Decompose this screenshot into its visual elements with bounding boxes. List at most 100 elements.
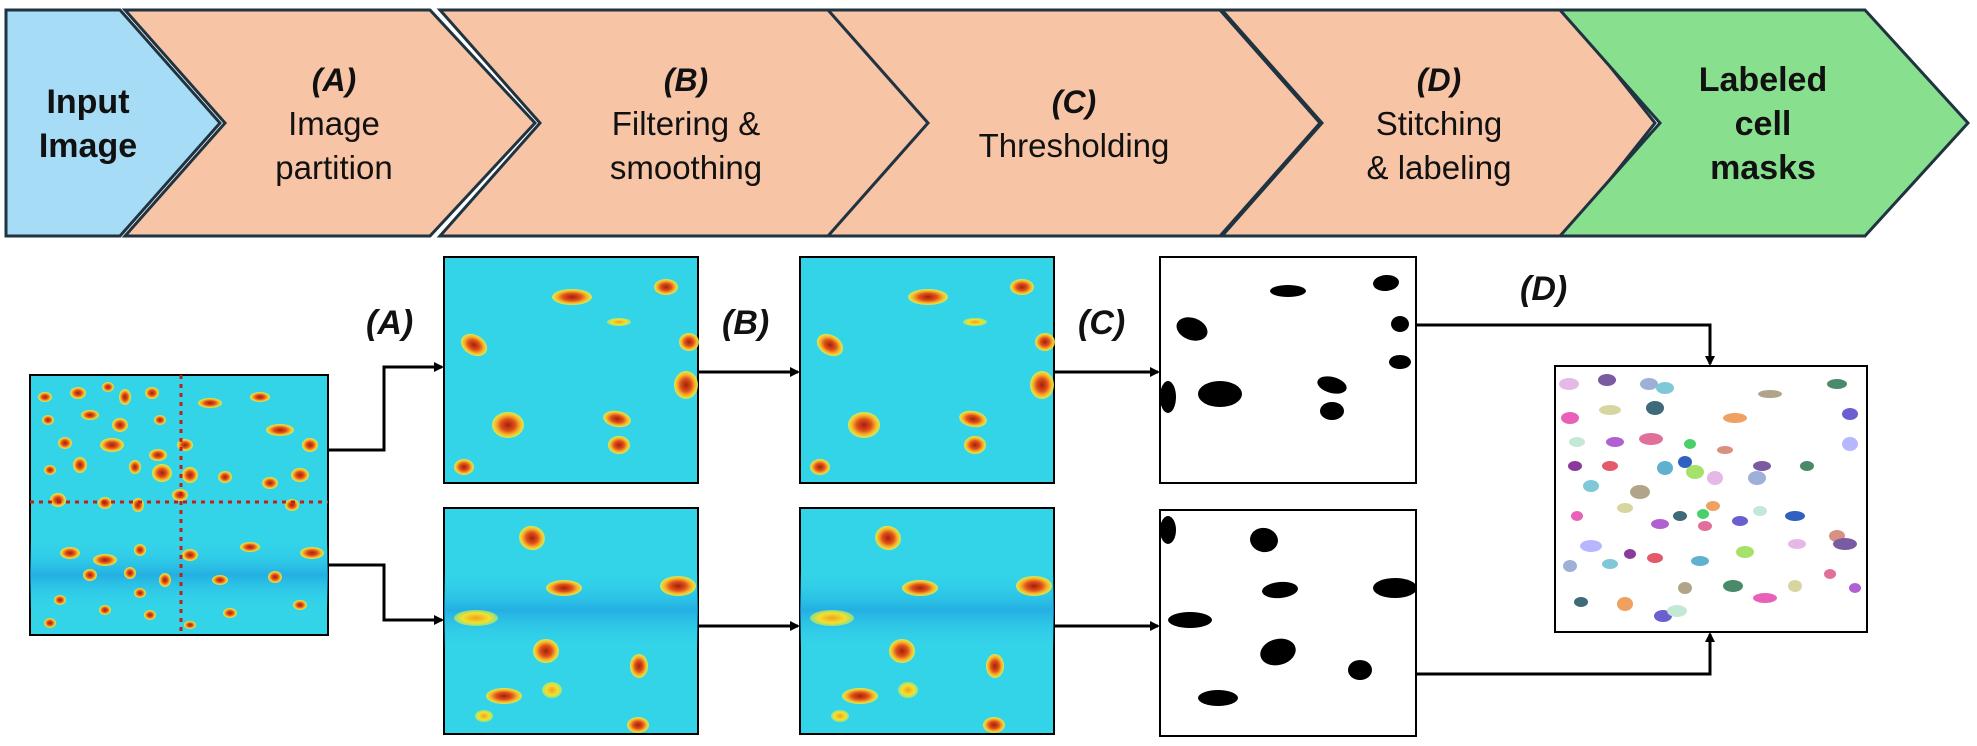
labeled-cell bbox=[1624, 549, 1636, 559]
labeled-cell bbox=[1707, 471, 1723, 485]
cell bbox=[212, 575, 228, 585]
stage-input-line-1: Image bbox=[39, 127, 137, 165]
cell bbox=[608, 436, 630, 454]
cell bbox=[627, 717, 649, 733]
cell bbox=[152, 464, 172, 482]
labeled-cell bbox=[1842, 408, 1858, 420]
cell bbox=[486, 688, 522, 704]
labeled-cell bbox=[1599, 405, 1621, 415]
cell bbox=[145, 387, 159, 399]
cell-mask bbox=[1320, 402, 1344, 420]
cell bbox=[533, 639, 559, 663]
cell bbox=[302, 438, 318, 452]
tile-bottom-threshold bbox=[1159, 509, 1417, 737]
labeled-cell bbox=[1785, 511, 1805, 521]
labeled-cell bbox=[1647, 553, 1663, 563]
step-label-a: (A) bbox=[366, 304, 413, 342]
stage-b-line-0: Filtering & bbox=[612, 105, 761, 142]
tile-bottom-filtered bbox=[799, 507, 1055, 735]
cell bbox=[134, 544, 146, 556]
cell bbox=[60, 547, 80, 559]
cell bbox=[300, 547, 324, 559]
stage-input-chevron bbox=[4, 8, 223, 238]
labeled-cell bbox=[1667, 605, 1687, 617]
labeled-cell bbox=[1697, 509, 1709, 519]
cell bbox=[454, 610, 498, 626]
cell bbox=[810, 459, 830, 475]
labeled-cell bbox=[1574, 597, 1588, 607]
labeled-cell bbox=[1617, 597, 1633, 611]
cell bbox=[184, 621, 196, 629]
cell bbox=[875, 525, 901, 551]
cell bbox=[607, 318, 631, 326]
stage-d: (D)Stitching& labeling bbox=[1218, 8, 1657, 238]
cell bbox=[816, 333, 844, 357]
labeled-cell bbox=[1568, 461, 1582, 471]
stage-output-line-2: masks bbox=[1710, 149, 1816, 187]
cell bbox=[519, 525, 545, 551]
input-cells-cells bbox=[38, 382, 324, 629]
labeled-cell bbox=[1691, 556, 1709, 566]
cell bbox=[1010, 279, 1034, 295]
cell bbox=[159, 573, 171, 587]
cell bbox=[542, 682, 562, 698]
labeled-cell bbox=[1753, 506, 1767, 516]
labeled-cell bbox=[1598, 374, 1616, 386]
cell bbox=[99, 605, 111, 615]
labeled-cell bbox=[1606, 437, 1624, 447]
cell bbox=[83, 569, 97, 581]
cell bbox=[129, 460, 141, 474]
labeled-cell bbox=[1686, 465, 1704, 479]
cell bbox=[70, 387, 86, 399]
labeled-cell bbox=[1569, 437, 1585, 447]
stage-a-letter: (A) bbox=[312, 62, 356, 98]
cell bbox=[134, 588, 146, 598]
stage-d-line-1: & labeling bbox=[1367, 149, 1512, 186]
cell-mask bbox=[1373, 578, 1417, 598]
tile-a-bottom-cells bbox=[454, 525, 696, 733]
cell bbox=[674, 371, 698, 399]
cell-mask bbox=[1160, 516, 1176, 544]
stage-a-chevron bbox=[121, 8, 538, 238]
tile-a-top-cells bbox=[454, 279, 699, 475]
cell bbox=[889, 639, 915, 663]
labeled-cell bbox=[1732, 516, 1748, 526]
cell-mask bbox=[1270, 285, 1306, 297]
cell bbox=[660, 576, 696, 596]
cell bbox=[908, 289, 948, 305]
labeled-cell bbox=[1788, 580, 1802, 592]
stage-b-letter: (B) bbox=[664, 62, 708, 98]
labeled-cell bbox=[1563, 560, 1577, 572]
step-label-b: (B) bbox=[722, 304, 769, 342]
stage-c-letter: (C) bbox=[1052, 84, 1096, 120]
tile-c-bottom-masks bbox=[1160, 516, 1417, 706]
cell bbox=[50, 493, 66, 507]
cell bbox=[154, 415, 166, 425]
labeled-cell bbox=[1651, 519, 1669, 529]
stage-output-line-0: Labeled bbox=[1699, 61, 1827, 99]
cell bbox=[475, 710, 493, 722]
labeled-cell bbox=[1654, 610, 1672, 622]
cell bbox=[983, 717, 1005, 733]
cell bbox=[102, 382, 114, 392]
labeled-cell bbox=[1657, 461, 1673, 475]
cell bbox=[963, 318, 987, 326]
stage-c: (C)Thresholding bbox=[824, 8, 1323, 238]
arrow-d-top bbox=[1416, 323, 1715, 366]
cell bbox=[460, 333, 488, 357]
stage-b: (B)Filtering &smoothing bbox=[436, 8, 933, 238]
cell bbox=[240, 542, 260, 552]
stage-a-line-1: partition bbox=[275, 149, 392, 186]
cell-mask bbox=[1373, 274, 1399, 292]
labeled-cell bbox=[1824, 569, 1836, 579]
cell bbox=[848, 412, 880, 438]
labeled-cell bbox=[1571, 511, 1583, 521]
labeled-cell bbox=[1602, 559, 1618, 569]
tile-bottom-raw bbox=[443, 507, 699, 735]
cell-mask bbox=[1348, 660, 1372, 680]
cell bbox=[144, 610, 156, 620]
cell bbox=[291, 468, 309, 482]
cell-mask bbox=[1389, 355, 1411, 369]
